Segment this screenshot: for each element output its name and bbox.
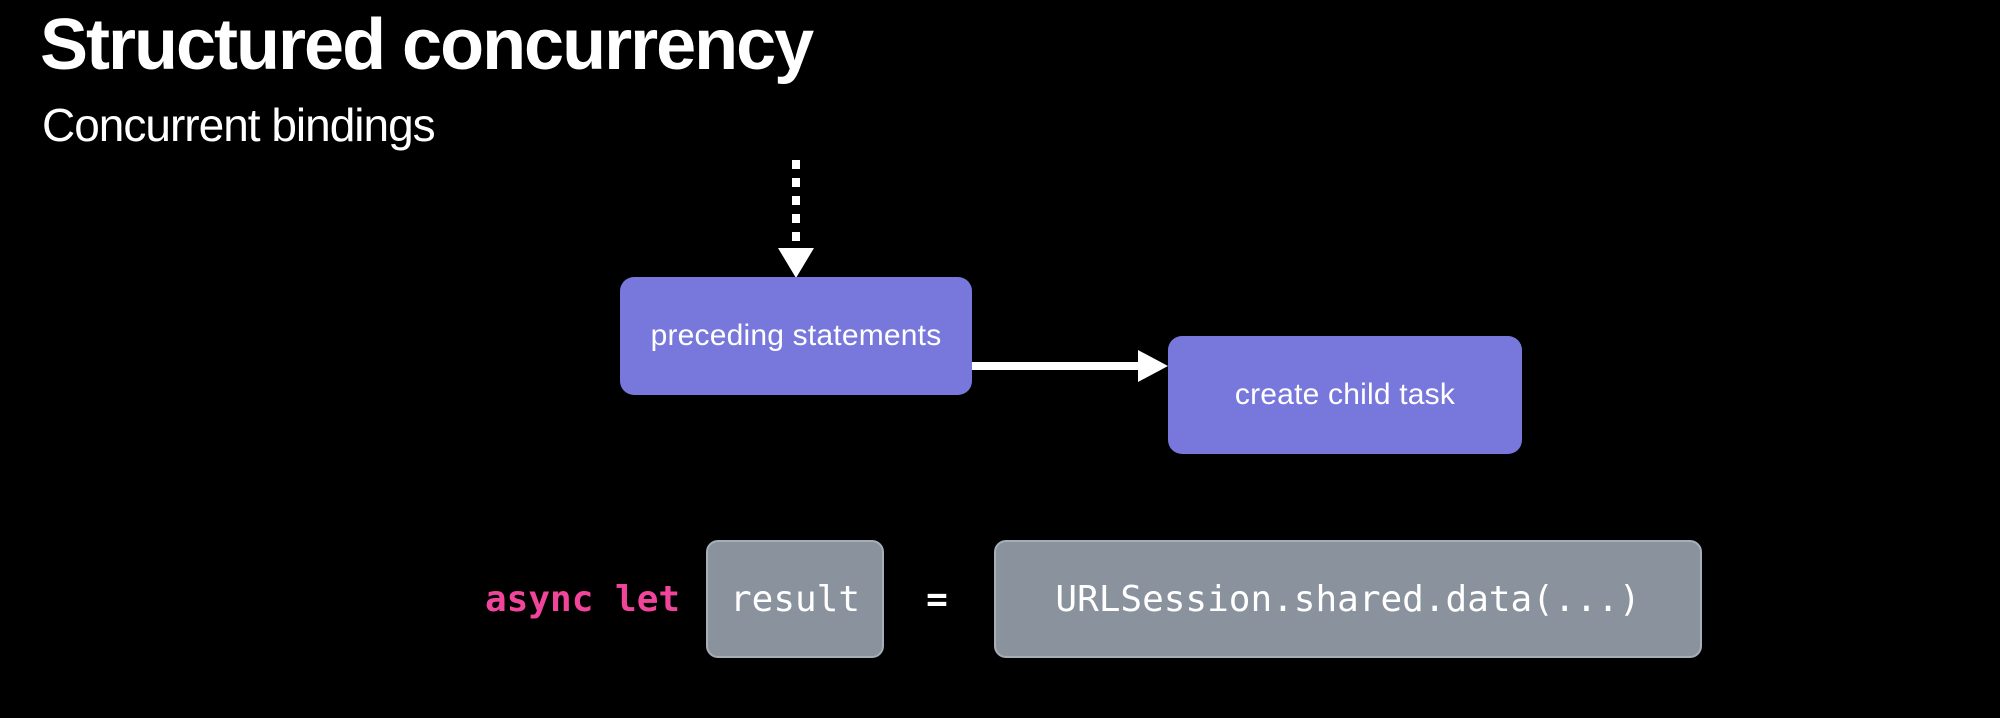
slide-subtitle: Concurrent bindings (42, 99, 436, 151)
down-dashed-arrow-icon (778, 160, 814, 278)
node-label: preceding statements (650, 319, 942, 352)
code-keyword-async-let: async let (485, 578, 681, 620)
code-expression: URLSession.shared.data(...) (1055, 578, 1641, 620)
code-equals-sign: = (926, 578, 948, 620)
node-label: create child task (1234, 378, 1456, 411)
code-line: async let result = URLSession.shared.dat… (0, 540, 2000, 658)
code-token-result-box: result (706, 540, 884, 658)
diagram-node-create-child-task: create child task (1168, 336, 1522, 454)
right-arrow-icon (972, 350, 1168, 382)
code-token-expression-box: URLSession.shared.data(...) (994, 540, 1702, 658)
code-binding-name: result (729, 578, 861, 620)
diagram-node-preceding-statements: preceding statements (620, 277, 972, 395)
slide-title: Structured concurrency (40, 5, 814, 85)
